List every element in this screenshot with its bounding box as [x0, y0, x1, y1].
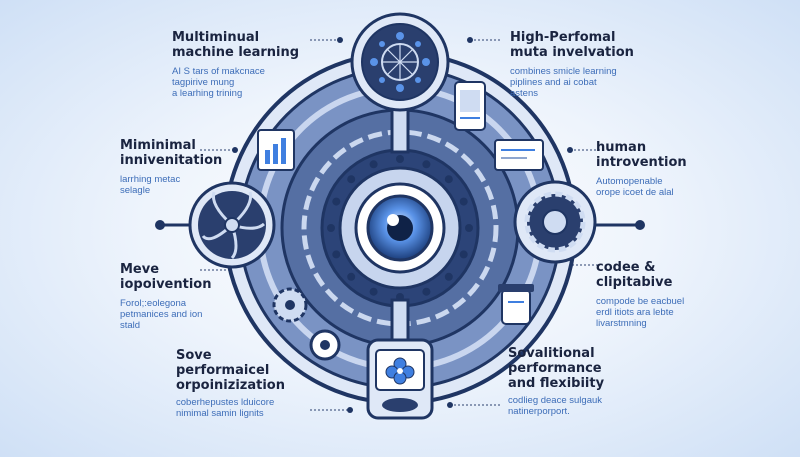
lower-left-gears: [272, 287, 341, 361]
gear-tooth: [459, 250, 468, 259]
right-gear: [513, 180, 597, 264]
gear-tooth: [444, 272, 453, 281]
gear-tooth: [459, 197, 468, 206]
gear-tooth: [327, 224, 335, 232]
top-neural-hub: [350, 12, 450, 112]
label-title: codee &clipitabive: [596, 260, 673, 290]
gear-tooth: [369, 287, 378, 296]
gear-tooth: [347, 175, 356, 184]
lower-right-jar: [498, 284, 534, 325]
chart-panel: [257, 129, 295, 171]
gear-tooth: [444, 175, 453, 184]
gear-tooth: [396, 155, 404, 163]
bottom-canister: [366, 338, 434, 420]
central-eye: [354, 182, 446, 274]
left-turbine: [188, 181, 276, 269]
gear-tooth: [332, 250, 341, 259]
gear-tooth: [332, 197, 341, 206]
monitor-panel: [454, 81, 544, 171]
gear-tooth: [422, 160, 431, 169]
gear-tooth: [347, 272, 356, 281]
gear-tooth: [422, 287, 431, 296]
gear-tooth: [465, 224, 473, 232]
gear-tooth: [369, 160, 378, 169]
